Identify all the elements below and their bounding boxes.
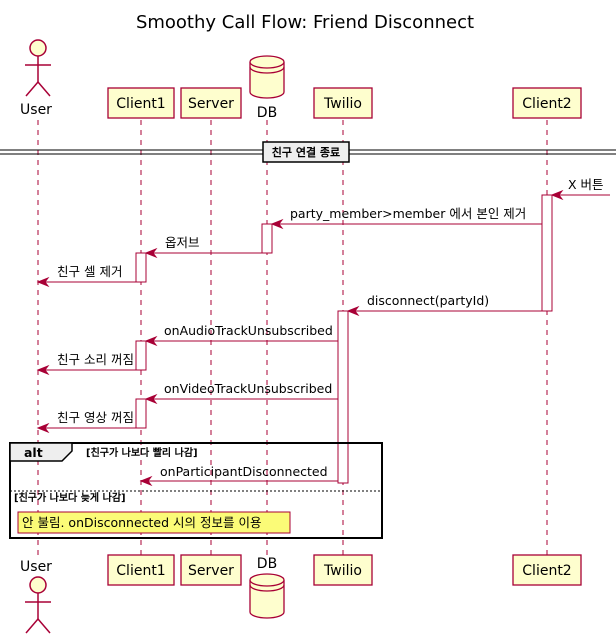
database-db-bottom-icon [249,573,285,619]
message-label: disconnect(partyId) [367,293,489,308]
participant-client2-bottom [512,554,582,586]
participants-bottom: User Client1 Server DB Twilio Client2 [20,554,582,634]
message-disconnect: disconnect(partyId) [346,293,542,317]
message-video-off: 친구 영상 꺼짐 [36,410,136,434]
diagram-title: Smoothy Call Flow: Friend Disconnect [136,12,474,33]
participant-server-bottom [180,554,242,586]
message-label: 친구 소리 꺼짐 [57,352,134,367]
alt-fragment: alt [친구가 나보다 빨리 나감] [친구가 나보다 늦게 나감] 안 불림… [9,442,383,539]
participant-label-user: User [20,102,52,118]
participant-label-client1-bottom: Client1 [116,563,165,579]
database-db-top-icon [249,55,285,99]
participant-label-twilio-bottom: Twilio [323,563,362,579]
participant-label-db: DB [257,105,277,121]
actor-head-icon [29,39,47,57]
message-label: onVideoTrackUnsubscribed [164,381,332,396]
activation-client2 [541,194,553,312]
activations [135,194,553,484]
actor-user-top: User [20,39,52,118]
participant-label-client2-bottom: Client2 [522,563,571,579]
actor-user-bottom [25,576,51,634]
alt-condition-1: [친구가 나보다 빨리 나감] [86,446,198,459]
message-observe: 옵저브 [144,235,262,259]
messages: X 버튼 party_member>member 에서 본인 제거 옵저브 친구… [36,177,610,487]
participants-top: User Client1 Server DB Twilio Client2 [20,39,582,121]
alt-condition-2: [친구가 나보다 늦게 나감] [14,491,126,504]
participant-client2-top [512,87,582,119]
activation-client1-2 [135,340,147,371]
participant-label-server-bottom: Server [188,563,234,579]
participant-label-db-bottom: DB [257,556,277,572]
participant-client1-bottom [107,554,175,586]
participant-label-user-bottom: User [20,559,52,575]
message-label: onParticipantDisconnected [160,464,328,479]
activation-twilio [337,310,349,484]
message-sound-off: 친구 소리 꺼짐 [36,352,136,376]
message-label: 친구 영상 꺼짐 [57,410,134,425]
message-party-member: party_member>member 에서 본인 제거 [270,206,542,230]
message-label: 옵저브 [165,235,200,250]
activation-client1-3 [135,398,147,429]
divider-label: 친구 연결 종료 [272,145,340,159]
message-label: party_member>member 에서 본인 제거 [290,206,526,221]
activation-client1-1 [135,252,147,283]
message-audio-unsubscribed: onAudioTrackUnsubscribed [144,323,338,347]
participant-label-client1: Client1 [116,96,165,112]
message-remove-cell: 친구 셀 제거 [36,264,136,288]
divider: 친구 연결 종료 [0,141,616,163]
alt-keyword: alt [24,445,43,460]
message-label: 친구 셀 제거 [57,264,122,279]
participant-server-top [180,87,242,119]
participant-twilio-bottom [313,554,373,586]
activation-db [261,223,273,254]
note [17,511,291,534]
message-participant-disconnected: onParticipantDisconnected [139,464,338,487]
actor-head-icon [29,576,47,594]
message-label: X 버튼 [568,177,604,192]
participant-label-server: Server [188,96,234,112]
message-x-button: X 버튼 [550,177,610,201]
participant-client1-top [107,87,175,119]
message-video-unsubscribed: onVideoTrackUnsubscribed [144,381,338,405]
note-text: 안 불림. onDisconnected 시의 정보를 이용 [22,515,261,530]
participant-twilio-top [313,87,373,119]
message-label: onAudioTrackUnsubscribed [164,323,333,338]
participant-label-client2: Client2 [522,96,571,112]
participant-label-twilio: Twilio [323,96,362,112]
